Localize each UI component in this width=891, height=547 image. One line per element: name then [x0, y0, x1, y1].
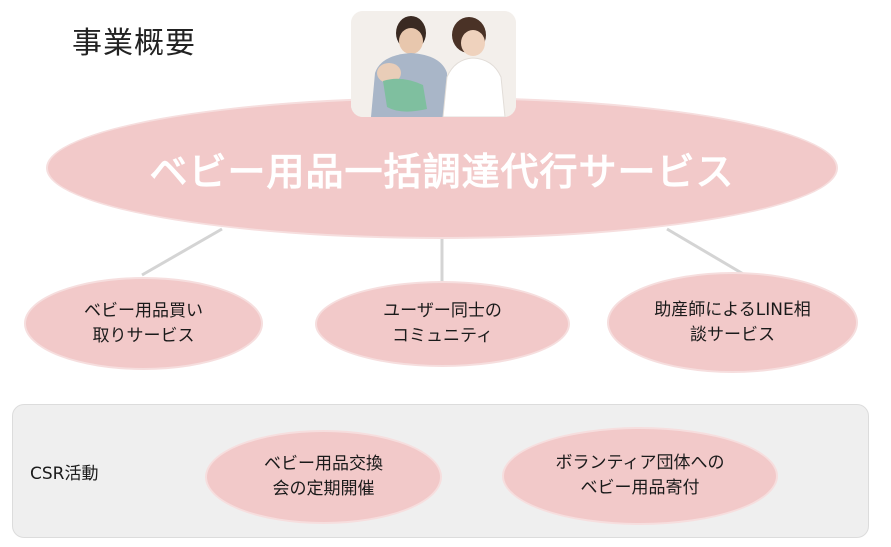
main-service-ellipse: ベビー用品一括調達代行サービス: [46, 97, 838, 239]
csr-exchange-event: ベビー用品交換 会の定期開催: [205, 430, 442, 524]
main-service-label: ベビー用品一括調達代行サービス: [149, 149, 735, 194]
csr-donation: ボランティア団体への ベビー用品寄付: [502, 427, 778, 525]
csr-exchange-event-line2: 会の定期開催: [272, 479, 375, 499]
connector-left: [141, 227, 223, 277]
csr-donation-line2: ベビー用品寄付: [580, 478, 700, 498]
csr-label: CSR活動: [30, 464, 99, 484]
sub-service-buyback: ベビー用品買い 取りサービス: [24, 277, 263, 370]
page-title: 事業概要: [72, 26, 196, 61]
csr-donation-line1: ボランティア団体への: [555, 453, 725, 473]
sub-service-community-line1: ユーザー同士の: [383, 301, 502, 321]
sub-service-line-consult: 助産師によるLINE相 談サービス: [607, 272, 858, 373]
family-with-baby-icon: [351, 11, 516, 117]
sub-service-line-consult-line2: 談サービス: [690, 324, 775, 345]
csr-exchange-event-line1: ベビー用品交換: [264, 454, 383, 474]
family-photo: [351, 11, 516, 117]
sub-service-community-line2: コミュニティ: [392, 326, 493, 346]
connector-right: [666, 227, 746, 277]
sub-service-buyback-line1: ベビー用品買い: [84, 300, 203, 321]
sub-service-community: ユーザー同士の コミュニティ: [315, 281, 570, 367]
sub-service-buyback-line2: 取りサービス: [92, 325, 195, 346]
sub-service-line-consult-line1: 助産師によるLINE相: [654, 299, 811, 320]
